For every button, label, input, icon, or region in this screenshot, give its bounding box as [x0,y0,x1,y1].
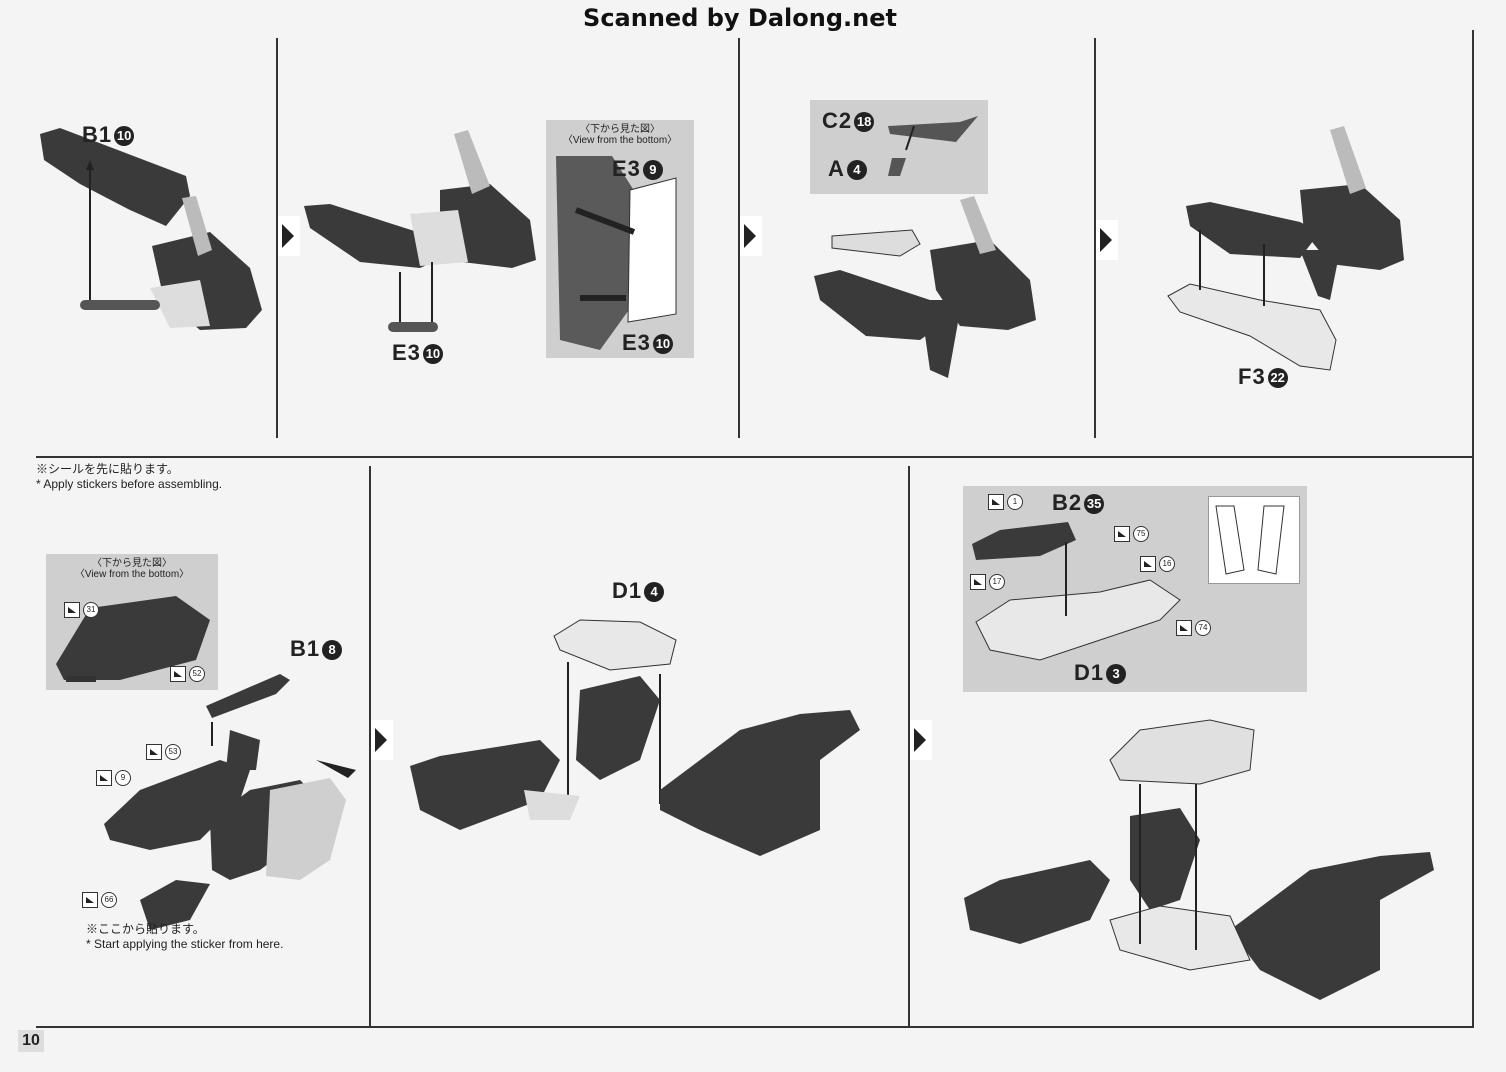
sticker-callout: 1 [988,494,1023,510]
sticker-callout: 75 [1114,526,1149,542]
sticker-icon [64,602,80,618]
wing-part-b1 [40,128,262,330]
sticker-callout: 53 [146,744,181,760]
sticker-icon [82,892,98,908]
sticker-icon [146,744,162,760]
sticker-callout: 52 [170,666,205,682]
step-arrow-icon [744,224,756,248]
sticker-callout: 74 [1176,620,1211,636]
divider-top-1 [276,38,278,438]
divider-bottom-2 [908,466,910,1026]
sticker-icon [1140,556,1156,572]
divider-bottom-1 [369,466,371,1026]
sticker-callout: 9 [96,770,131,786]
bottom-edge [36,1026,1474,1028]
sticker-callout: 66 [82,892,117,908]
inset-title: 〈下から見た図〉〈View from the bottom〉 [562,124,678,146]
sticker-icon [96,770,112,786]
sticker-icon [988,494,1004,510]
part-inset-c2 [810,100,988,194]
step-arrow-icon [282,224,294,248]
step-arrow-icon [914,728,926,752]
row-divider [36,456,1474,458]
sticker-callout: 17 [970,574,1005,590]
sticker-start-note: ※ここから貼ります。* Start applying the sticker f… [86,922,284,951]
inset-title: 〈下から見た図〉〈View from the bottom〉 [74,558,190,580]
sticker-icon [1114,526,1130,542]
sticker-note: ※シールを先に貼ります。* Apply stickers before asse… [36,462,223,491]
step-arrow-icon [1100,228,1112,252]
page-number: 10 [18,1030,44,1052]
watermark: Scanned by Dalong.net [583,4,897,32]
sticker-callout: 31 [64,602,99,618]
step-arrow-icon [375,728,387,752]
divider-top-3 [1094,38,1096,438]
sticker-icon [170,666,186,682]
sticker-callout: 16 [1140,556,1175,572]
sticker-icon [1176,620,1192,636]
sticker-icon [970,574,986,590]
right-edge [1472,30,1474,1028]
divider-top-2 [738,38,740,438]
